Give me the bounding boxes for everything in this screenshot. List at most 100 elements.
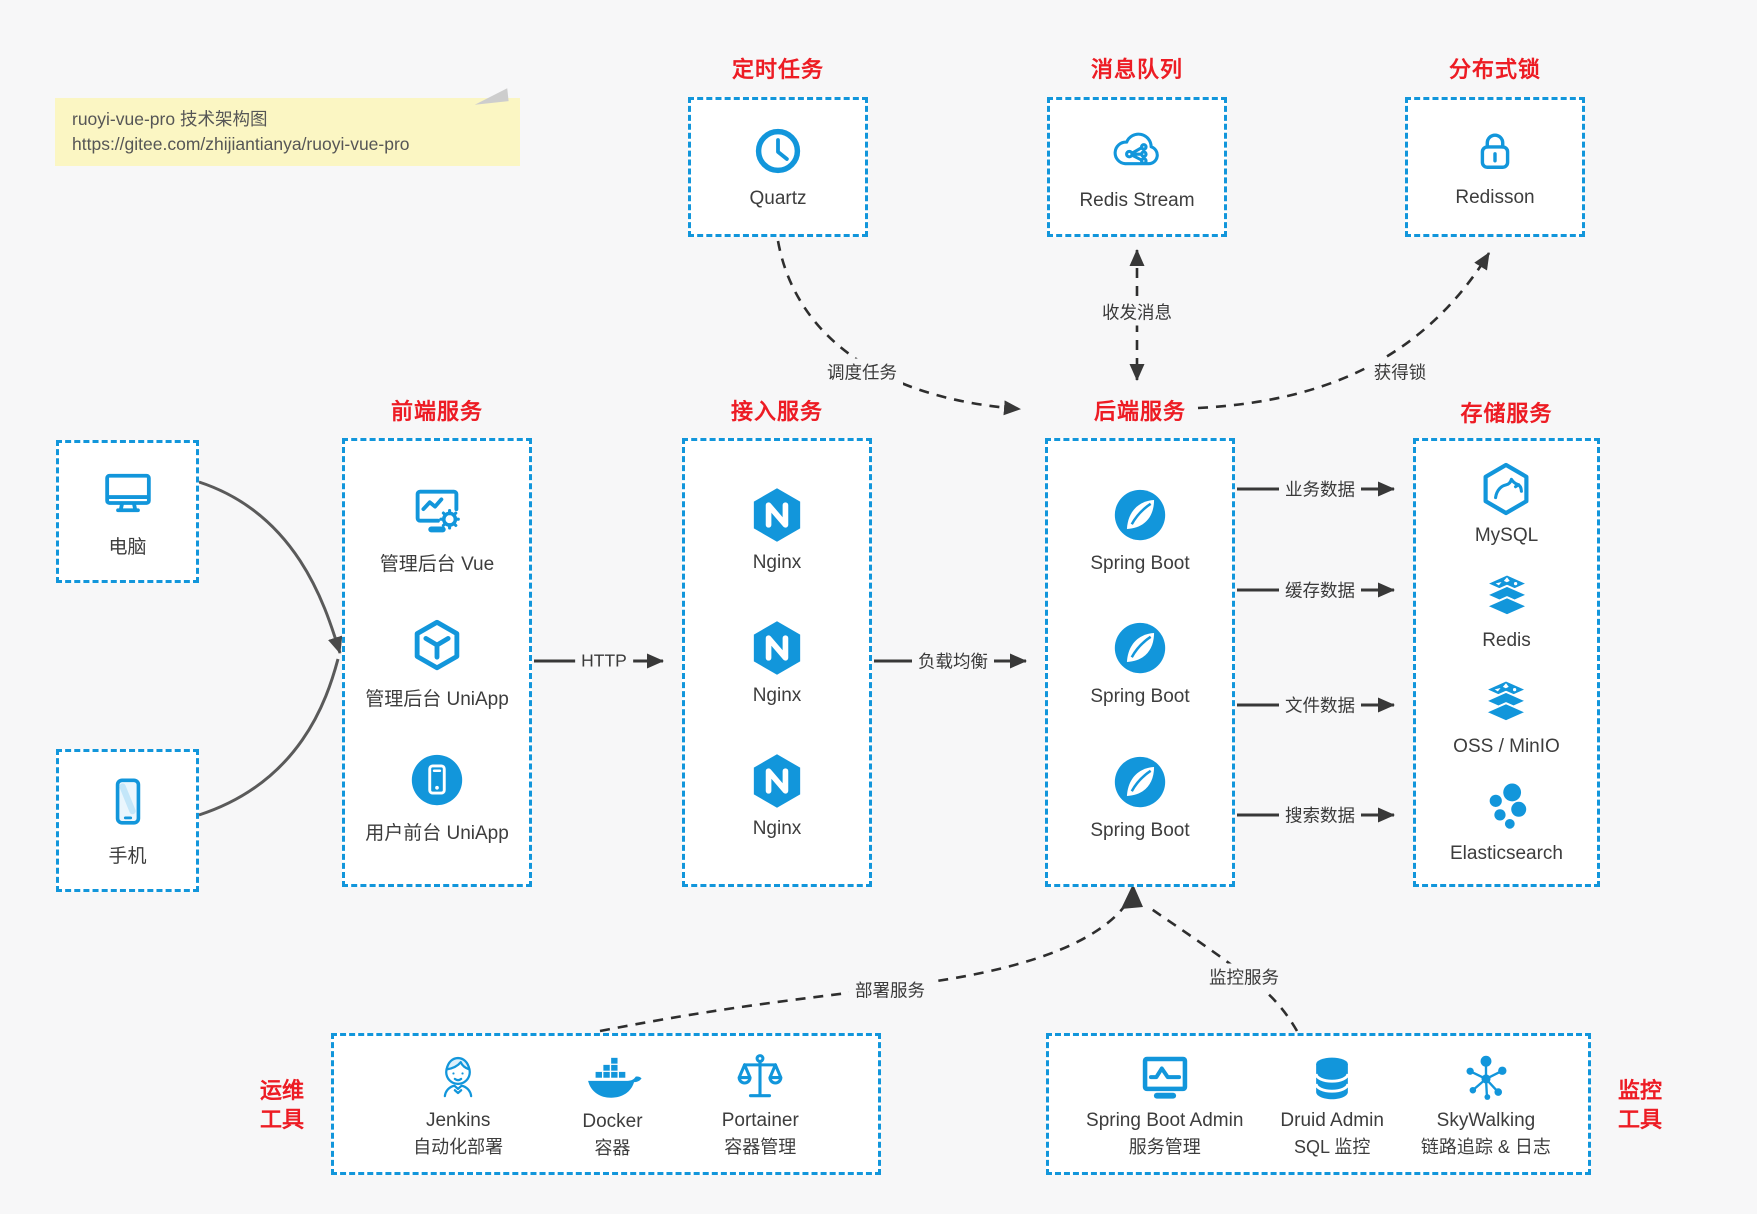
note-url: https://gitee.com/zhijiantianya/ruoyi-vu… [72,134,410,154]
computer-box: 电脑 [56,440,199,583]
tool-desc: 链路追踪 & 日志 [1420,1137,1551,1157]
spring-icon [1109,751,1171,813]
gateway-item-nginx-3: Nginx [747,751,807,840]
spring-icon [1109,484,1171,546]
edge-acquire-lock [1197,252,1491,410]
item-label: Spring Boot [1090,819,1190,841]
frontend-item-admin-vue: 管理后台 Vue [380,480,494,576]
nginx-icon [747,618,807,678]
computer-label: 电脑 [108,537,147,558]
sticky-note: ruoyi-vue-pro 技术架构图 https://gitee.com/zh… [55,88,520,166]
lock-item-label: Redisson [1455,187,1535,208]
item-label: 用户前台 UniApp [365,823,509,845]
scheduler-box: Quartz [688,97,868,237]
edge-deploy-service [599,902,1129,1033]
devops-item-docker: Docker 容器 [582,1048,643,1160]
monitoring-item-druid: Druid Admin SQL 监控 [1280,1049,1384,1159]
group-title-frontend: 前端服务 [390,399,483,424]
sba-monitor-icon [1136,1049,1194,1107]
redis-icon [1478,565,1536,623]
edge-label-send-receive-msg: 收发消息 [1096,298,1178,326]
edge-computer-frontend [198,480,343,654]
note-title: ruoyi-vue-pro 技术架构图 [72,109,268,129]
tool-desc: 容器 [594,1138,631,1158]
edge-phone-frontend [198,658,340,817]
nginx-icon [747,751,807,811]
tool-name: Portainer [721,1110,799,1131]
gateway-item-nginx-1: Nginx [747,485,807,574]
tool-desc: SQL 监控 [1293,1137,1371,1157]
elasticsearch-icon [1477,776,1537,836]
storage-item-elasticsearch: Elasticsearch [1450,776,1563,865]
monitoring-item-skywalking: SkyWalking 链路追踪 & 日志 [1421,1049,1551,1159]
edge-label-load-balance: 负载均衡 [912,647,994,675]
edge-label-search-data: 搜索数据 [1279,801,1361,829]
tool-name: Spring Boot Admin [1086,1110,1244,1131]
edge-label-business-data: 业务数据 [1279,475,1361,503]
backend-item-springboot-1: Spring Boot [1090,484,1190,575]
item-label: Spring Boot [1090,552,1190,574]
portainer-icon [731,1049,789,1107]
item-label: Elasticsearch [1450,843,1563,865]
mobile-app-icon [406,749,468,811]
smartphone-icon [99,773,157,831]
devops-side-label-line2: 工具 [259,1107,304,1132]
monitoring-item-sba: Spring Boot Admin 服务管理 [1086,1049,1243,1159]
uniapp-cube-icon [406,615,468,677]
clock-icon [751,124,805,178]
group-title-gateway: 接入服务 [730,399,823,424]
edge-label-cache-data: 缓存数据 [1279,576,1361,604]
tool-name: SkyWalking [1436,1110,1536,1131]
group-title-lock: 分布式锁 [1448,57,1541,82]
storage-item-oss: OSS / MinIO [1453,671,1560,758]
frontend-item-user-uniapp: 用户前台 UniApp [365,749,509,845]
edge-label-monitor-service: 监控服务 [1203,963,1285,991]
tool-name: Jenkins [425,1110,491,1131]
lock-icon [1469,125,1521,177]
phone-label: 手机 [108,846,147,867]
mysql-icon [1477,460,1535,518]
monitoring-side-label-line2: 工具 [1617,1107,1662,1132]
backend-box: Spring Boot Spring Boot Spring Boot [1045,438,1235,887]
monitoring-side-label: 监控 工具 [1604,1076,1676,1134]
note-fold-corner [473,88,509,105]
storage-box: MySQL Redis OSS / MinIO Elasticsearch [1413,438,1600,887]
monitoring-box: Spring Boot Admin 服务管理 Druid Admin SQL 监… [1046,1033,1591,1175]
monitoring-side-label-line1: 监控 [1617,1078,1662,1103]
docker-icon [582,1048,642,1108]
tool-name: Druid Admin [1280,1110,1384,1131]
group-title-mq: 消息队列 [1090,57,1183,82]
backend-item-springboot-2: Spring Boot [1090,617,1190,708]
mq-item-label: Redis Stream [1079,190,1195,211]
group-title-backend: 后端服务 [1093,399,1186,424]
tool-desc: 容器管理 [724,1137,797,1157]
devops-side-label: 运维 工具 [246,1076,318,1134]
nginx-icon [747,485,807,545]
jenkins-icon [429,1049,487,1107]
phone-box: 手机 [56,749,199,892]
devops-side-label-line1: 运维 [259,1078,304,1103]
item-label: 管理后台 UniApp [365,688,509,710]
lock-box: Redisson [1405,97,1585,237]
item-label: MySQL [1474,524,1539,546]
skywalking-icon [1457,1049,1515,1107]
gateway-item-nginx-2: Nginx [747,618,807,707]
edge-label-file-data: 文件数据 [1279,691,1361,719]
oss-icon [1477,671,1535,729]
storage-item-mysql: MySQL [1475,460,1538,547]
tool-name: Docker [582,1111,643,1132]
devops-item-portainer: Portainer 容器管理 [722,1049,799,1159]
tool-desc: 自动化部署 [413,1137,504,1157]
edge-tools-arrowhead [1121,884,1143,909]
devops-item-jenkins: Jenkins 自动化部署 [413,1049,503,1159]
group-title-scheduler: 定时任务 [731,57,824,82]
item-label: Nginx [752,685,802,706]
edge-label-http: HTTP [575,649,633,673]
item-label: Nginx [752,552,802,573]
spring-icon [1109,617,1171,679]
item-label: Nginx [752,818,802,839]
edge-label-deploy-service: 部署服务 [849,976,931,1004]
devops-box: Jenkins 自动化部署 Docker 容器 Portainer 容器管理 [331,1033,881,1175]
item-label: Spring Boot [1090,686,1190,707]
